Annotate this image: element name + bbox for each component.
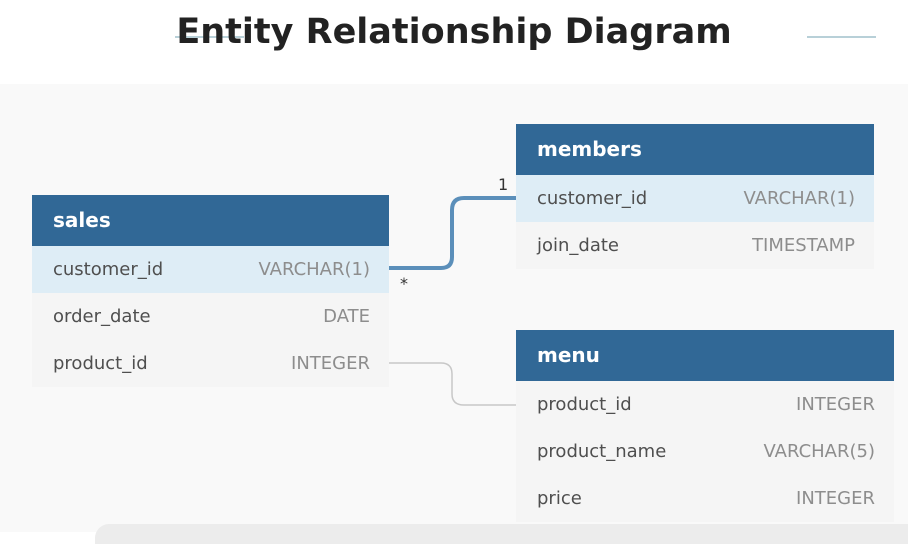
column-name: product_name (537, 441, 667, 462)
column-name: product_id (537, 394, 632, 415)
diagram-header: Entity Relationship Diagram (0, 0, 908, 84)
table-row[interactable]: price INTEGER (516, 475, 894, 522)
table-row[interactable]: join_date TIMESTAMP (516, 222, 874, 269)
table-menu-header[interactable]: menu (516, 330, 894, 381)
column-type: TIMESTAMP (752, 235, 855, 256)
page-title: Entity Relationship Diagram (176, 12, 732, 52)
table-row[interactable]: product_id INTEGER (32, 340, 389, 387)
link-sales-members[interactable] (389, 196, 516, 270)
table-row[interactable]: product_id INTEGER (516, 381, 894, 428)
column-name: join_date (537, 235, 620, 256)
cardinality-many: * (400, 274, 408, 293)
table-row[interactable]: customer_id VARCHAR(1) (32, 246, 389, 293)
cardinality-one: 1 (498, 175, 509, 194)
table-sales-header[interactable]: sales (32, 195, 389, 246)
column-name: price (537, 488, 582, 509)
table-members-header[interactable]: members (516, 124, 874, 175)
link-sales-menu[interactable] (389, 362, 516, 406)
title-rule-right (807, 36, 876, 38)
column-type: VARCHAR(1) (743, 188, 855, 209)
column-type: INTEGER (291, 353, 370, 374)
table-row[interactable]: customer_id VARCHAR(1) (516, 175, 874, 222)
column-name: customer_id (53, 259, 164, 280)
column-type: VARCHAR(1) (258, 259, 370, 280)
table-row[interactable]: order_date DATE (32, 293, 389, 340)
column-type: INTEGER (796, 394, 875, 415)
table-members[interactable]: members customer_id VARCHAR(1) join_date… (516, 124, 874, 269)
column-type: INTEGER (796, 488, 875, 509)
table-menu[interactable]: menu product_id INTEGER product_name VAR… (516, 330, 894, 522)
column-type: DATE (323, 306, 370, 327)
table-sales[interactable]: sales customer_id VARCHAR(1) order_date … (32, 195, 389, 387)
column-name: order_date (53, 306, 151, 327)
table-row[interactable]: product_name VARCHAR(5) (516, 428, 894, 475)
column-name: customer_id (537, 188, 648, 209)
column-name: product_id (53, 353, 148, 374)
bottom-scroll-area (95, 524, 908, 544)
column-type: VARCHAR(5) (763, 441, 875, 462)
title-rule-left (175, 36, 244, 38)
relationship-lines (389, 196, 516, 406)
